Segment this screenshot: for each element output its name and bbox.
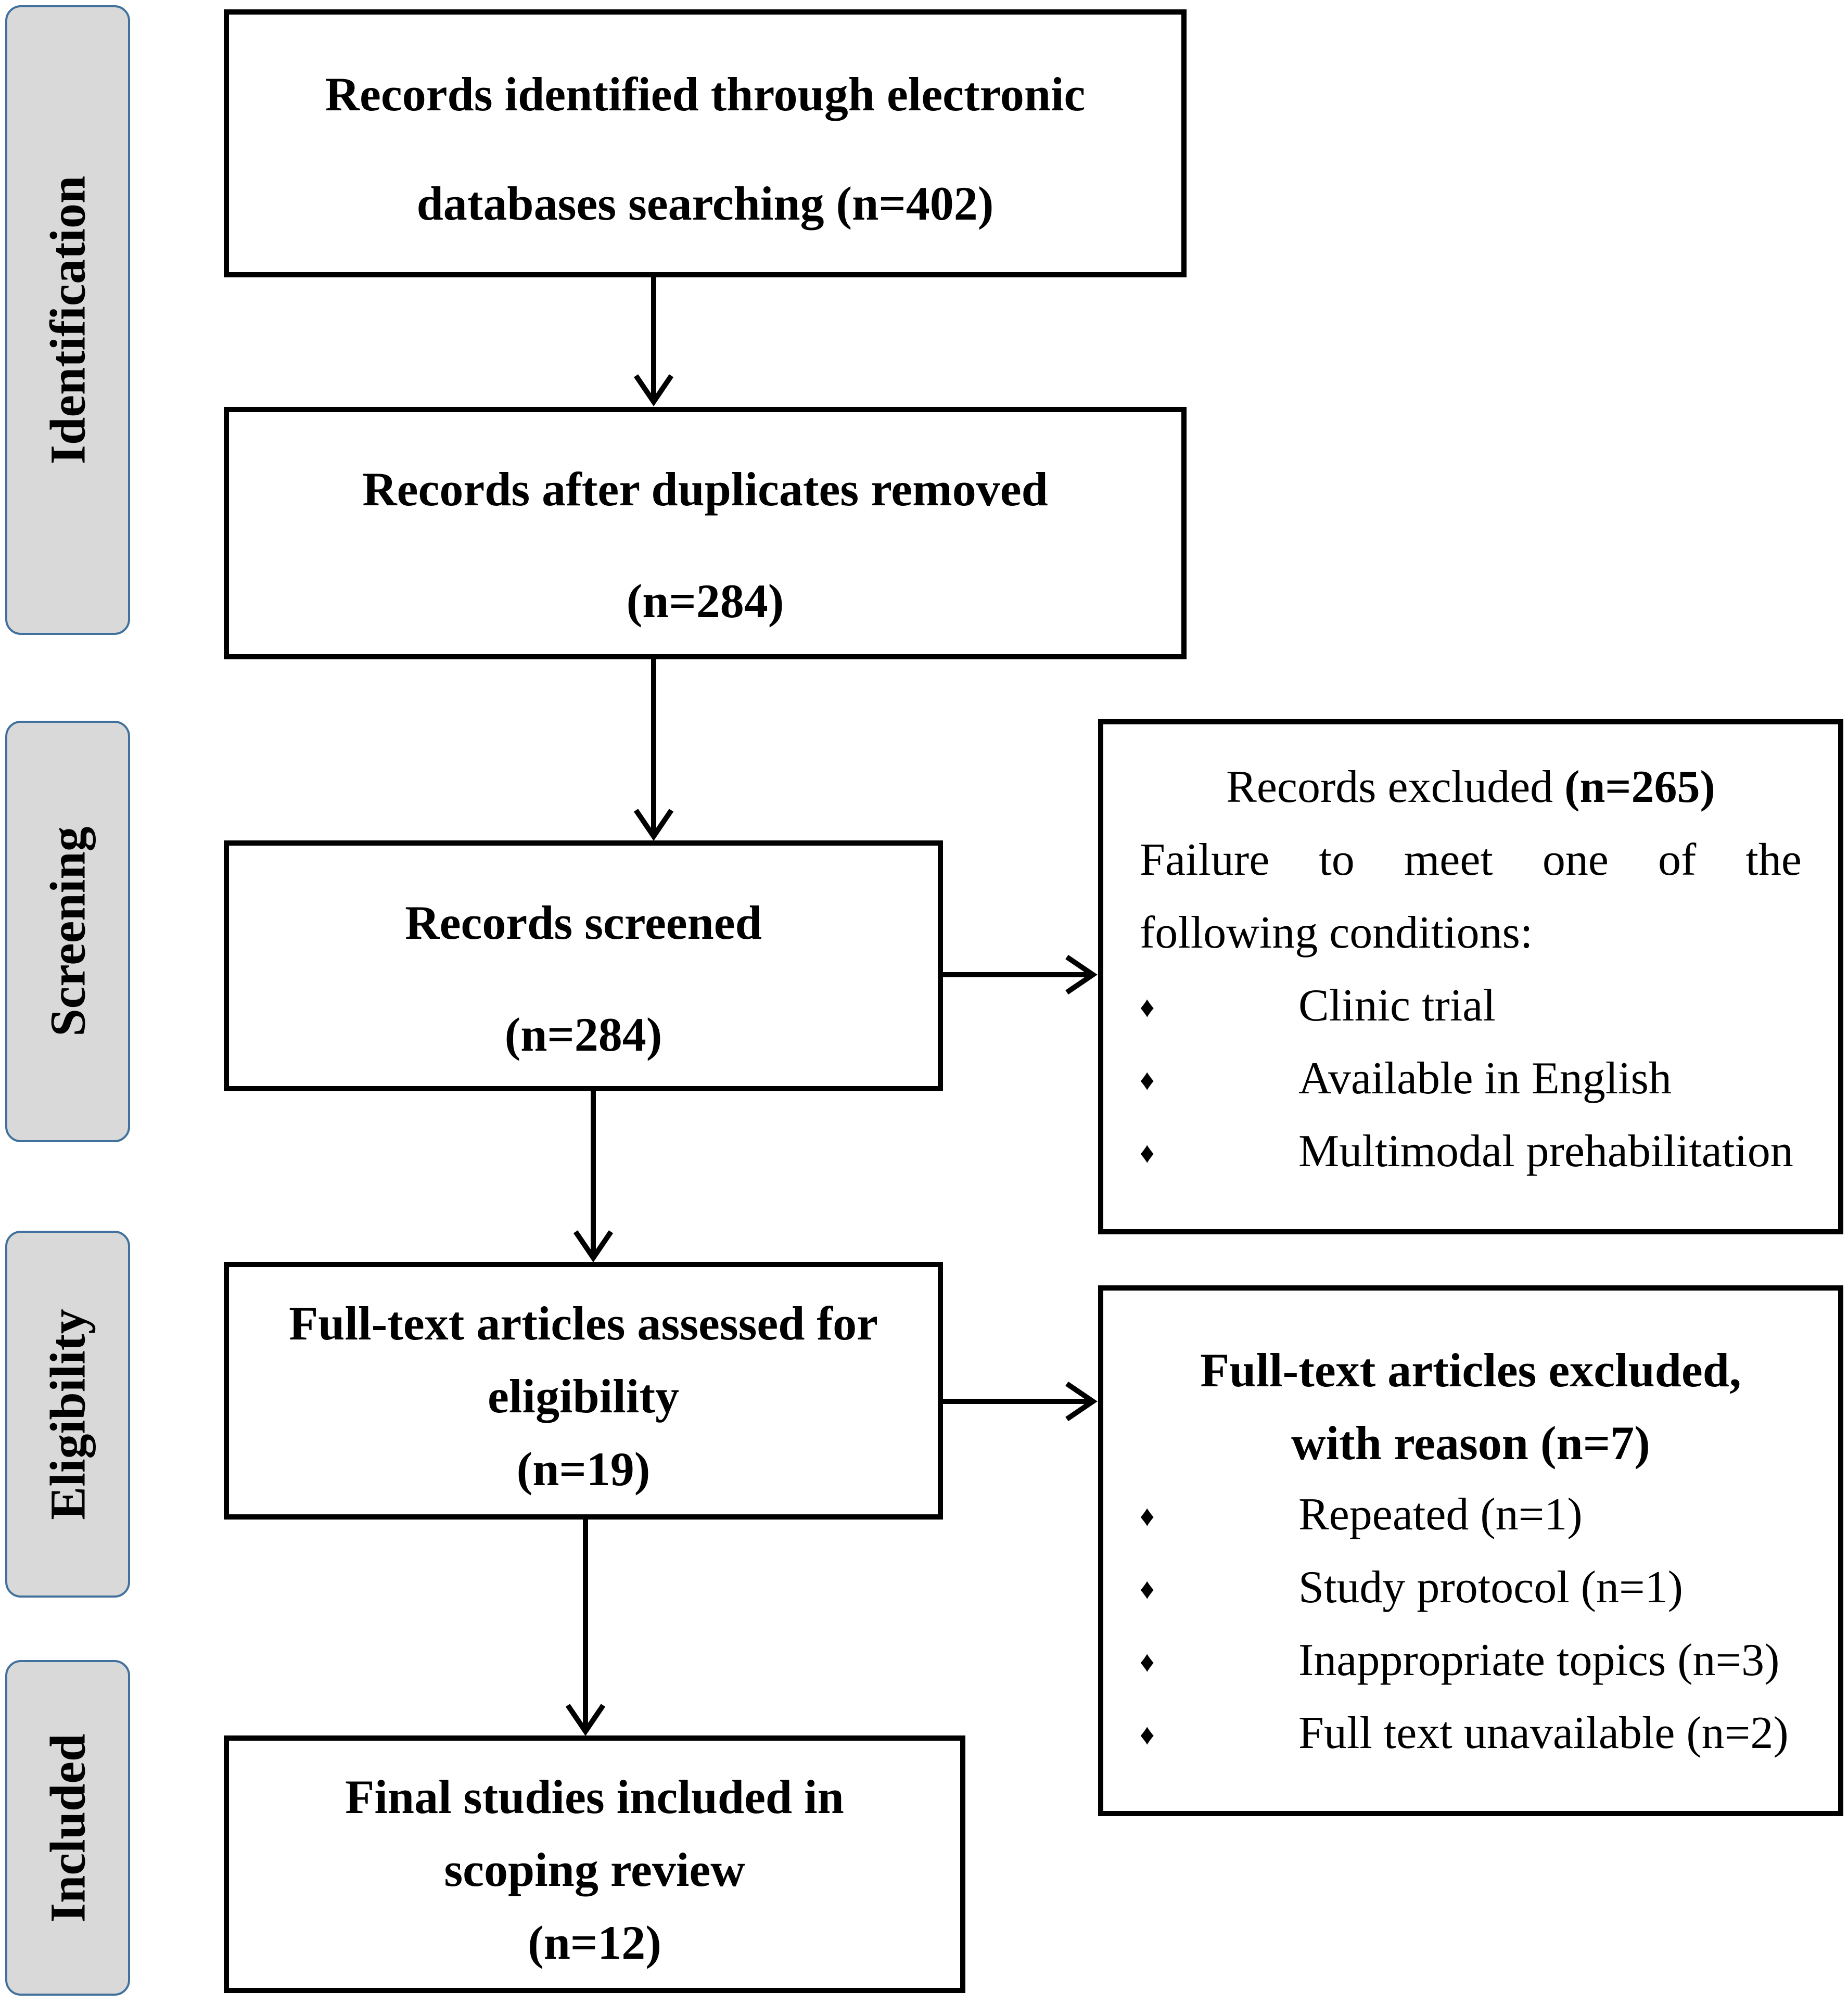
fulltext-line1: Full-text articles assessed for — [289, 1297, 878, 1350]
diamond-bullet-icon: ♦ — [1140, 1064, 1155, 1096]
identified-line2: databases searching (n=402) — [416, 177, 994, 230]
reason-item-text: Full text unavailable (n=2) — [1298, 1708, 1789, 1758]
reason-item-text: Repeated (n=1) — [1298, 1489, 1583, 1540]
records-excluded-count: (n=265) — [1564, 762, 1715, 812]
phase-included: Included — [5, 1660, 130, 1996]
included-line3: (n=12) — [528, 1916, 661, 1969]
diamond-bullet-icon: ♦ — [1140, 1500, 1155, 1533]
criteria-item-text: Clinic trial — [1298, 980, 1496, 1031]
diamond-bullet-icon: ♦ — [1140, 1137, 1155, 1169]
fulltext-excluded-box: Full-text articles excluded, with reason… — [1098, 1285, 1843, 1816]
diamond-bullet-icon: ♦ — [1140, 1719, 1155, 1751]
phase-screening: Screening — [5, 721, 130, 1142]
diamond-bullet-icon: ♦ — [1140, 1646, 1155, 1678]
records-excluded-desc2: following conditions: — [1140, 908, 1533, 958]
fulltext-line3: (n=19) — [516, 1443, 651, 1496]
desc-word: Failure — [1140, 835, 1270, 885]
phase-identification: Identification — [5, 5, 130, 635]
screened-box: Records screened (n=284) — [224, 840, 943, 1091]
fulltext-line2: eligibility — [488, 1370, 679, 1423]
desc-word: of — [1658, 835, 1697, 885]
final-included-box: Final studies included in scoping review… — [224, 1735, 965, 1993]
records-excluded-desc1: Failure to meet one of the — [1140, 834, 1802, 886]
screened-line1: Records screened — [405, 896, 762, 949]
desc-word: the — [1745, 835, 1802, 885]
criteria-item-text: Available in English — [1298, 1053, 1672, 1104]
included-line2: scoping review — [444, 1843, 745, 1896]
screened-line2: (n=284) — [504, 1008, 662, 1061]
identified-line1: Records identified through electronic — [325, 68, 1086, 121]
records-excluded-title: Records excluded — [1226, 762, 1553, 812]
phase-eligibility: Eligibility — [5, 1231, 130, 1598]
reason-item-text: Inappropriate topics (n=3) — [1298, 1635, 1780, 1686]
fulltext-assessed-box: Full-text articles assessed for eligibil… — [224, 1262, 943, 1520]
diamond-bullet-icon: ♦ — [1140, 1573, 1155, 1605]
desc-word: to — [1319, 835, 1355, 885]
desc-word: one — [1542, 835, 1609, 885]
deduplicated-line2: (n=284) — [626, 575, 784, 628]
records-excluded-heading: Records excluded (n=265) — [1103, 761, 1838, 813]
fulltext-excluded-title1: Full-text articles excluded, — [1200, 1344, 1741, 1397]
reason-item-text: Study protocol (n=1) — [1298, 1562, 1683, 1613]
desc-word: meet — [1404, 835, 1493, 885]
criteria-item-text: Multimodal prehabilitation — [1298, 1126, 1793, 1177]
fulltext-excluded-title2: with reason (n=7) — [1291, 1416, 1650, 1470]
deduplicated-line1: Records after duplicates removed — [362, 463, 1048, 516]
included-line1: Final studies included in — [345, 1770, 844, 1823]
diamond-bullet-icon: ♦ — [1140, 991, 1155, 1024]
deduplicated-box: Records after duplicates removed (n=284) — [224, 407, 1187, 659]
records-excluded-box: Records excluded (n=265) Failure to meet… — [1098, 719, 1843, 1234]
identified-box: Records identified through electronic da… — [224, 9, 1187, 277]
